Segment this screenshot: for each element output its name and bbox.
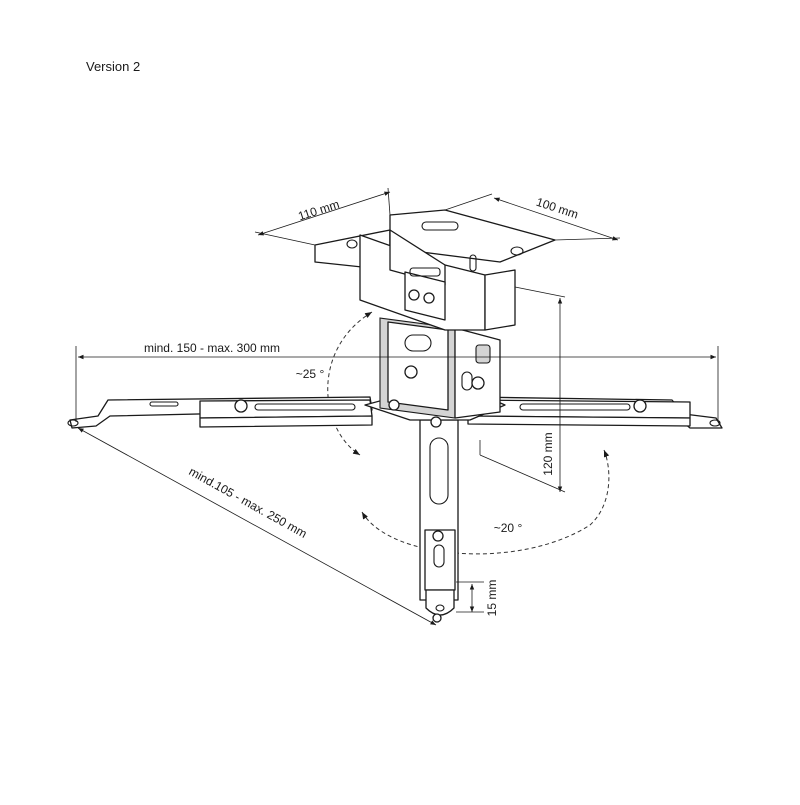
tilt-arc — [327, 311, 373, 456]
bottom-arm — [419, 419, 459, 616]
right-arm — [467, 396, 723, 429]
screw-heads — [234, 289, 647, 623]
joint-block — [379, 317, 501, 419]
angle-tilt: ~25 ° — [296, 367, 325, 381]
angle-swivel: ~20 ° — [494, 521, 523, 535]
left-arm — [67, 396, 373, 429]
dim-arm-span: mind. 150 - max. 300 mm — [144, 341, 280, 355]
swivel-arc — [361, 449, 610, 555]
dimension-lines — [75, 187, 719, 626]
dim-plate-width: 110 mm — [296, 197, 341, 223]
ceiling-plate — [314, 209, 556, 331]
version-label: Version 2 — [86, 59, 141, 74]
dim-foot-offset: 15 mm — [485, 580, 499, 617]
dim-plate-depth: 100 mm — [534, 195, 580, 222]
dim-arm-reach: mind.105 - max. 250 mm — [187, 464, 310, 541]
dim-height: 120 mm — [541, 432, 555, 475]
